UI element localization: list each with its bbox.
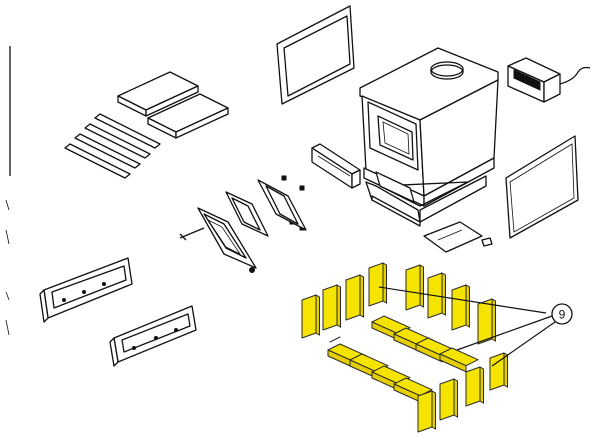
ash-drawer xyxy=(423,221,493,253)
side-heat-shield xyxy=(505,135,579,239)
callout-number: 9 xyxy=(559,308,566,322)
door-glass-panel xyxy=(276,5,355,105)
firebrick xyxy=(417,390,433,433)
firebrick xyxy=(439,378,455,421)
door-gasket-frame xyxy=(225,179,307,237)
firebrick xyxy=(329,336,341,343)
callout-circle xyxy=(551,303,573,325)
lower-bracket-middle xyxy=(109,305,197,367)
firebrick xyxy=(477,298,493,345)
left-edge-fragments xyxy=(5,46,11,336)
firebrick xyxy=(345,274,361,321)
stove-body xyxy=(359,47,499,227)
callout-9: 9 xyxy=(378,286,573,367)
stove-door xyxy=(179,207,257,273)
firebrick xyxy=(322,284,338,331)
baffle-boards xyxy=(117,71,229,139)
blower-unit xyxy=(507,57,591,103)
lower-bracket-left xyxy=(39,257,133,323)
firebrick xyxy=(368,262,384,307)
firebrick xyxy=(301,294,317,339)
firebricks-group xyxy=(301,262,508,433)
air-tubes xyxy=(64,113,161,179)
front-trim-bar xyxy=(311,143,361,189)
firebrick xyxy=(451,284,467,331)
firebrick xyxy=(405,264,421,311)
firebrick xyxy=(465,366,481,407)
